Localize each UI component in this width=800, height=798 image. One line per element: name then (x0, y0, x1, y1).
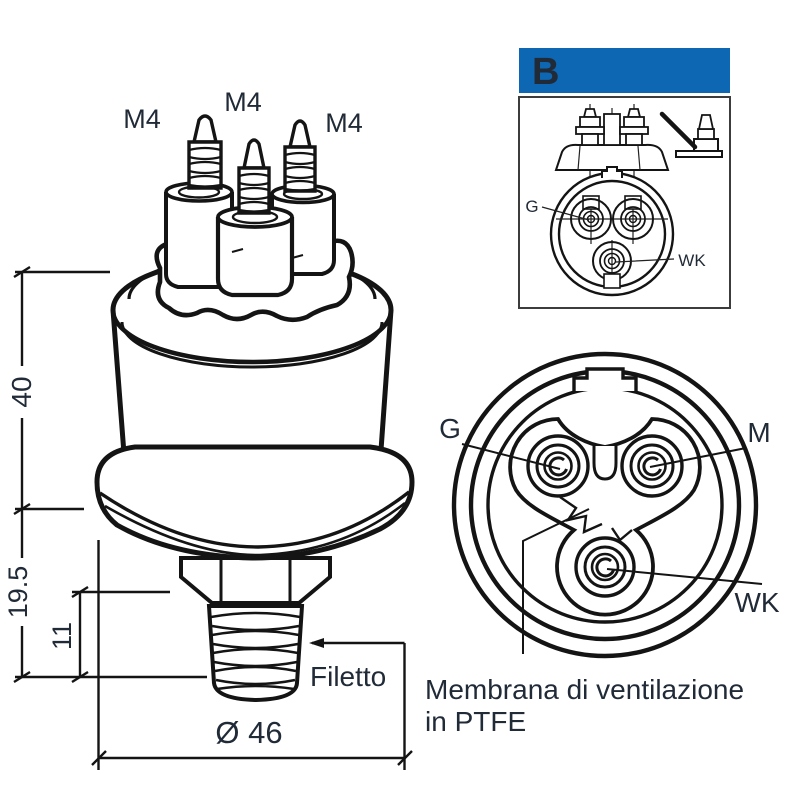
terminal-wk (574, 536, 636, 598)
inset-header-label: B (532, 51, 559, 93)
dim-19-5-label: 19.5 (3, 566, 33, 619)
inset-side-view (554, 104, 670, 181)
inset-lug-icon (659, 111, 723, 158)
thread-label: Filetto (310, 661, 386, 692)
membrane-leader (522, 508, 590, 654)
inset-connector-face: G WK (525, 166, 706, 297)
hex-nut (179, 556, 332, 605)
caption: Membrana di ventilazione in PTFE (425, 674, 744, 737)
m4-label-left: M4 (123, 104, 161, 134)
caption-line2: in PTFE (425, 706, 526, 737)
dimension-lines: 40 19.5 11 Ø 46 Filetto M4 M4 M4 (3, 87, 413, 770)
pin-g-label: G (439, 413, 461, 444)
sensor-side-view (94, 114, 415, 703)
center-slot (592, 446, 618, 481)
terminal-studs (187, 114, 317, 215)
dim-diameter-label: Ø 46 (215, 715, 282, 750)
stud-left (187, 114, 223, 190)
pin-wk-label: WK (734, 587, 779, 618)
membrane-marks (559, 496, 633, 542)
flange (94, 444, 415, 561)
terminal-m (620, 434, 684, 498)
dim-195-bg (3, 558, 31, 626)
stud-center (237, 138, 271, 215)
terminal-towers (164, 181, 336, 298)
m4-label-right: M4 (325, 108, 363, 138)
inset-pin-g-label: G (525, 197, 538, 216)
pin-m-label: M (747, 417, 770, 448)
inset-header (519, 48, 730, 93)
inset-pin-wk-label: WK (678, 251, 706, 270)
keyway-tab (572, 367, 638, 391)
inset-box-b: B (518, 48, 731, 309)
dim-11-label: 11 (47, 622, 77, 650)
threaded-stud (206, 604, 305, 703)
caption-line1: Membrana di ventilazione (425, 674, 744, 705)
leader-arrow (309, 638, 324, 648)
dim-40-bg (8, 366, 36, 418)
stud-right (283, 119, 317, 193)
connector-face-view: G M WK (439, 351, 780, 659)
dim-40-label: 40 (6, 376, 37, 407)
m4-label-center: M4 (224, 87, 262, 117)
